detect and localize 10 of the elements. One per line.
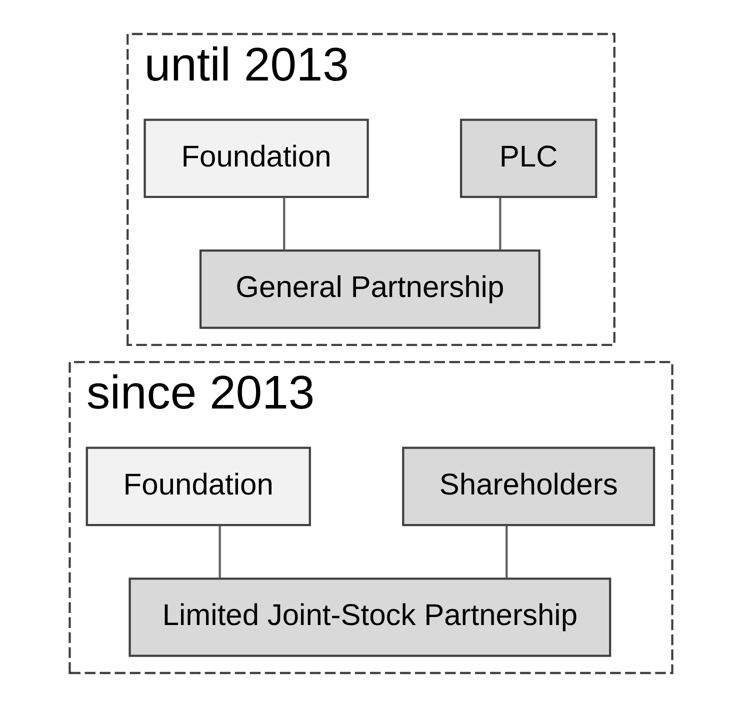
connector <box>218 526 221 578</box>
node-box: PLC <box>460 118 598 198</box>
node-box: Foundation <box>86 446 311 526</box>
connector <box>283 198 286 250</box>
connector <box>506 526 508 578</box>
node-box: Foundation <box>144 118 369 198</box>
node-box: General Partnership <box>199 250 540 329</box>
node-box: Limited Joint-Stock Partnership <box>128 578 612 657</box>
node-box: Shareholders <box>402 446 656 526</box>
connector <box>499 198 502 250</box>
